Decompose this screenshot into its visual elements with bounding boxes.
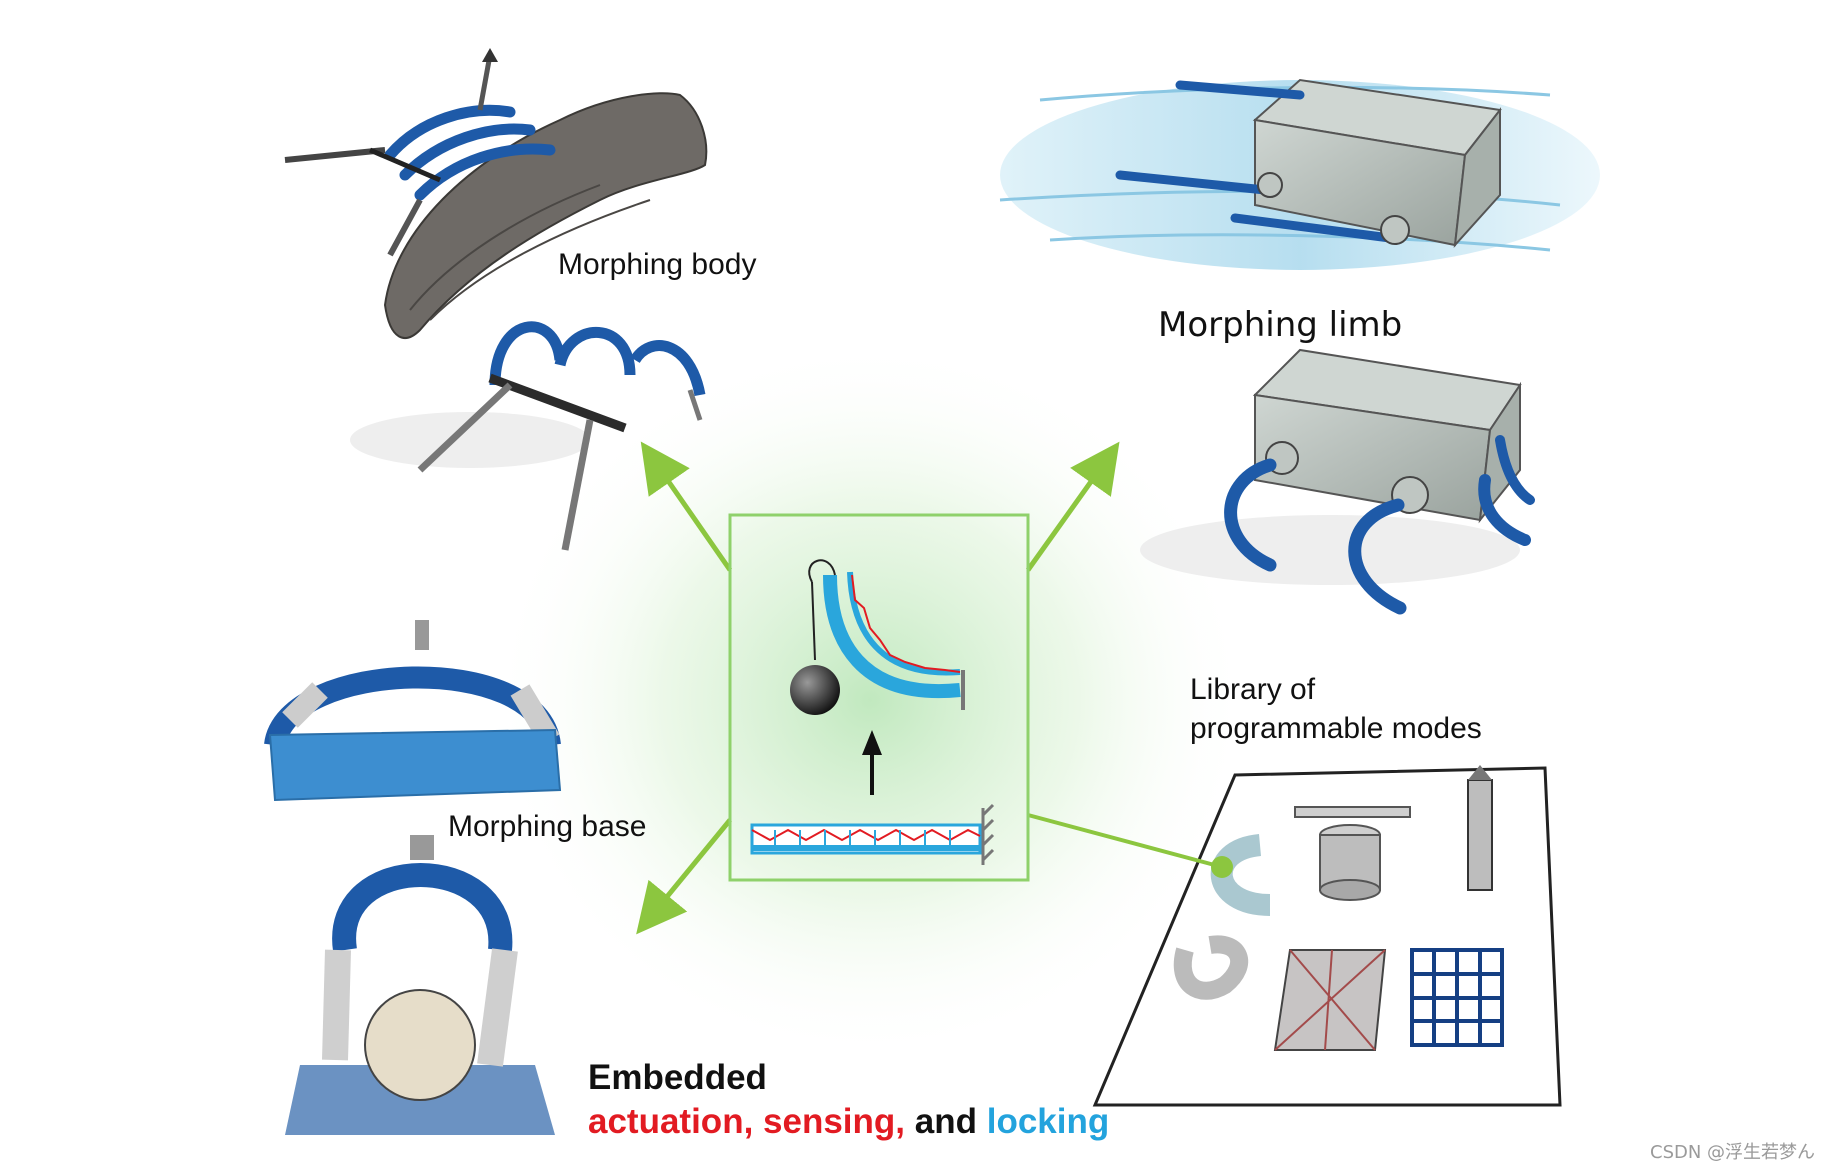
morphing-base-label: Morphing base: [448, 810, 647, 843]
morphing-body-illustration: [284, 48, 708, 339]
center-glow: [490, 340, 1250, 1060]
morphing-base-grip: [285, 835, 555, 1135]
sensing-text: sensing,: [763, 1102, 906, 1141]
morphing-limb-swimming: [999, 78, 1600, 270]
library-connector: [1027, 813, 1223, 869]
library-label: Library of programmable modes: [1190, 670, 1482, 748]
embedded-title: Embedded: [588, 1058, 767, 1097]
embedded-caption: Embedded actuation, sensing, and locking: [588, 1056, 1109, 1144]
pendulum-icon: [790, 559, 965, 715]
module-frame: [728, 513, 1030, 882]
library-sheet: [1092, 765, 1562, 1107]
actuation-text: actuation,: [588, 1102, 754, 1141]
morphing-base-lift: [264, 620, 562, 802]
morphing-body-robot: [350, 321, 706, 551]
watermark: CSDN @浮生若梦ん: [1650, 1142, 1816, 1163]
and-text: and: [914, 1102, 977, 1141]
morphing-body-label: Morphing body: [558, 248, 757, 281]
library-label-line2: programmable modes: [1190, 712, 1482, 745]
library-label-line1: Library of: [1190, 673, 1316, 706]
up-arrow-icon: [862, 730, 882, 795]
morphing-limb-walking: [1140, 348, 1535, 615]
straight-module: [750, 823, 982, 855]
embedded-subtitle: actuation, sensing, and locking: [588, 1100, 1109, 1144]
morphing-limb-label: Morphing limb: [1158, 305, 1403, 345]
wall-mount-icon: [981, 803, 995, 865]
library-connector-dot: [1211, 856, 1233, 878]
green-arrows: [636, 441, 1120, 935]
locking-text: locking: [986, 1102, 1110, 1141]
